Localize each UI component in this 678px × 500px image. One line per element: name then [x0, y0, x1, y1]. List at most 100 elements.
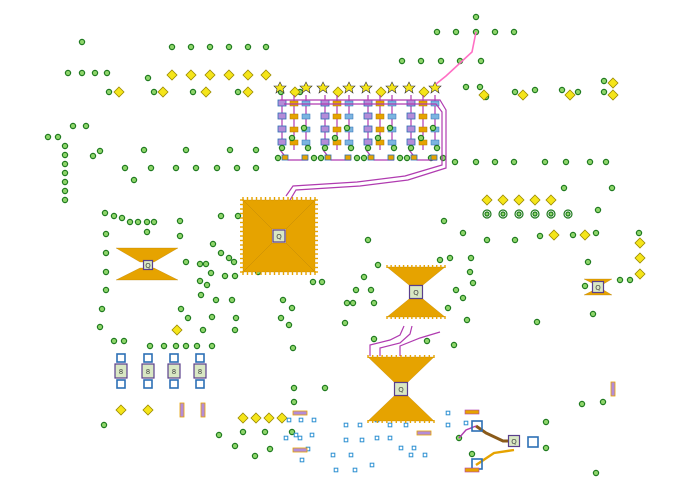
pad-diamond[interactable] — [497, 194, 509, 206]
via[interactable] — [444, 304, 452, 312]
via[interactable] — [349, 299, 357, 307]
via[interactable] — [289, 344, 297, 352]
via[interactable] — [390, 144, 398, 152]
capacitor[interactable] — [418, 113, 428, 120]
via[interactable] — [199, 326, 207, 334]
via[interactable] — [103, 69, 111, 77]
via[interactable] — [440, 217, 448, 225]
pad-diamond[interactable] — [237, 412, 249, 424]
via[interactable] — [459, 294, 467, 302]
capacitor[interactable] — [430, 113, 440, 120]
via[interactable] — [360, 154, 368, 162]
test-point[interactable] — [403, 422, 409, 428]
pad-diamond[interactable] — [548, 229, 560, 241]
via[interactable] — [429, 124, 437, 132]
pad-diamond[interactable] — [517, 89, 529, 101]
part-pad[interactable] — [143, 353, 153, 363]
u6-cap[interactable] — [464, 409, 480, 415]
pad-diamond[interactable] — [634, 268, 646, 280]
capacitor[interactable] — [301, 113, 311, 120]
resistor[interactable] — [292, 410, 308, 416]
via[interactable] — [212, 296, 220, 304]
via[interactable] — [452, 28, 460, 36]
via[interactable] — [459, 229, 467, 237]
test-point[interactable] — [286, 417, 292, 423]
part-pad[interactable] — [195, 353, 205, 363]
pad-diamond[interactable] — [166, 69, 178, 81]
via[interactable] — [279, 296, 287, 304]
u6-pad[interactable] — [471, 420, 483, 432]
resistor[interactable] — [277, 125, 287, 133]
via[interactable] — [439, 154, 447, 162]
via[interactable] — [343, 124, 351, 132]
pad-diamond[interactable] — [481, 194, 493, 206]
pad-rect[interactable] — [324, 154, 332, 161]
test-point[interactable] — [387, 435, 393, 441]
capacitor[interactable] — [375, 126, 385, 133]
resistor[interactable] — [406, 99, 416, 107]
pad-diamond[interactable] — [185, 69, 197, 81]
via[interactable] — [531, 86, 539, 94]
pad-rect[interactable] — [301, 154, 309, 161]
via[interactable] — [396, 154, 404, 162]
via[interactable] — [318, 278, 326, 286]
via[interactable] — [232, 314, 240, 322]
via[interactable] — [472, 13, 480, 21]
via[interactable] — [168, 43, 176, 51]
via[interactable] — [278, 144, 286, 152]
via[interactable] — [367, 286, 375, 294]
via[interactable] — [98, 305, 106, 313]
pad-diamond[interactable] — [529, 194, 541, 206]
via[interactable] — [143, 218, 151, 226]
via[interactable] — [202, 260, 210, 268]
via[interactable] — [233, 164, 241, 172]
via[interactable] — [569, 231, 577, 239]
via[interactable] — [433, 144, 441, 152]
resistor[interactable] — [363, 99, 373, 107]
via[interactable] — [64, 69, 72, 77]
via[interactable] — [288, 304, 296, 312]
pad-diamond[interactable] — [607, 77, 619, 89]
via[interactable] — [44, 133, 52, 141]
pad-diamond[interactable] — [260, 69, 272, 81]
chip-body[interactable] — [142, 259, 154, 271]
via[interactable] — [476, 83, 484, 91]
via[interactable] — [96, 323, 104, 331]
pad-diamond[interactable] — [634, 252, 646, 264]
via[interactable] — [288, 134, 296, 142]
test-point[interactable] — [298, 417, 304, 423]
via[interactable] — [347, 144, 355, 152]
via[interactable] — [446, 254, 454, 262]
via[interactable] — [626, 276, 634, 284]
resistor[interactable] — [363, 112, 373, 120]
part-pad[interactable] — [116, 379, 126, 389]
capacitor[interactable] — [332, 126, 342, 133]
via[interactable] — [228, 296, 236, 304]
via[interactable] — [172, 342, 180, 350]
resistor[interactable] — [416, 430, 432, 436]
via[interactable] — [635, 229, 643, 237]
via[interactable] — [586, 158, 594, 166]
test-point[interactable] — [299, 457, 305, 463]
via[interactable] — [217, 249, 225, 257]
via[interactable] — [300, 124, 308, 132]
via[interactable] — [398, 57, 406, 65]
via[interactable] — [177, 305, 185, 313]
via[interactable] — [105, 88, 113, 96]
via[interactable] — [102, 286, 110, 294]
via[interactable] — [89, 152, 97, 160]
via[interactable] — [91, 69, 99, 77]
via[interactable] — [182, 258, 190, 266]
via[interactable] — [196, 260, 204, 268]
via[interactable] — [197, 291, 205, 299]
part-pad[interactable] — [116, 353, 126, 363]
resistor[interactable] — [406, 125, 416, 133]
via[interactable] — [285, 321, 293, 329]
via[interactable] — [491, 28, 499, 36]
via[interactable] — [341, 319, 349, 327]
test-point[interactable] — [463, 420, 469, 426]
test-point[interactable] — [343, 422, 349, 428]
via[interactable] — [370, 335, 378, 343]
bus-trace[interactable] — [284, 103, 443, 197]
